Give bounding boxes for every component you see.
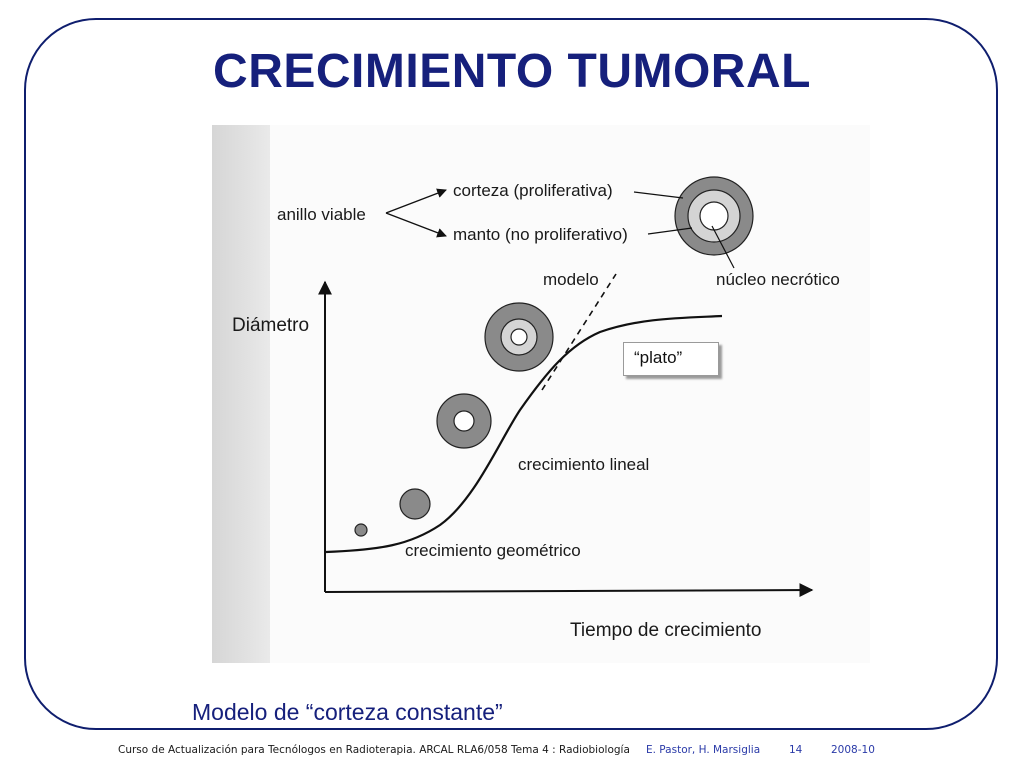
x-axis-label: Tiempo de crecimiento	[570, 620, 761, 641]
tumor-stage-3	[436, 393, 492, 449]
plato-callout: “plato”	[623, 342, 719, 376]
model-dashed-line	[541, 273, 617, 391]
scan-shadow	[212, 125, 274, 663]
tumor-stage-4	[484, 302, 554, 372]
slide-caption: Modelo de “corteza constante”	[192, 699, 503, 725]
label-anillo-viable: anillo viable	[277, 205, 366, 224]
y-axis-label: Diámetro	[232, 315, 309, 336]
slide-frame	[24, 18, 998, 730]
label-manto: manto (no proliferativo)	[453, 225, 628, 244]
footer-authors: E. Pastor, H. Marsiglia	[646, 744, 761, 756]
label-modelo: modelo	[543, 270, 599, 289]
footer-page-number: 14	[789, 744, 803, 756]
label-corteza: corteza (proliferativa)	[453, 181, 613, 200]
label-nucleo: núcleo necrótico	[716, 270, 840, 289]
tumor-stage-2	[399, 488, 431, 520]
manto-pointer	[647, 227, 693, 235]
arrow-to-manto	[385, 212, 447, 238]
tumor-structure-detail	[674, 176, 754, 256]
arrow-to-corteza	[385, 188, 447, 214]
nucleo-pointer	[711, 225, 735, 269]
label-crecimiento-lineal: crecimiento lineal	[518, 455, 649, 474]
footer-course: Curso de Actualización para Tecnólogos e…	[118, 744, 630, 756]
corteza-pointer	[633, 191, 684, 199]
slide-title: CRECIMIENTO TUMORAL	[213, 45, 811, 98]
tumor-stage-1	[354, 523, 368, 537]
x-axis	[324, 583, 814, 598]
growth-curve	[325, 314, 723, 554]
figure-background	[270, 125, 870, 663]
label-crecimiento-geometrico: crecimiento geométrico	[405, 541, 581, 560]
footer-date: 2008-10	[831, 744, 875, 756]
